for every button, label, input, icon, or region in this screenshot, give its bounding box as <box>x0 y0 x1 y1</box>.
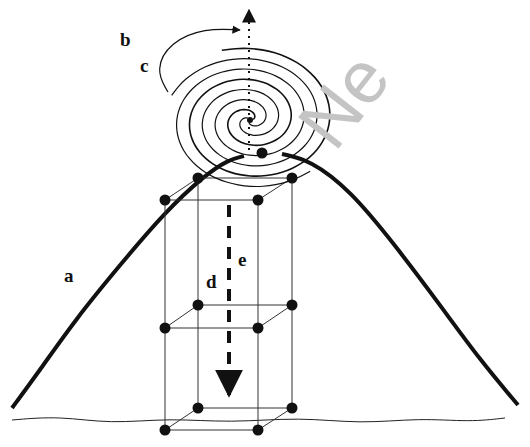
part-label: e <box>236 250 248 269</box>
crystal-lattice <box>160 148 298 436</box>
part-label: c <box>138 56 150 75</box>
axis-dashed <box>227 205 231 395</box>
part-label: b <box>118 30 133 49</box>
surface-curve <box>12 156 244 408</box>
watermark: Ne <box>286 40 403 160</box>
part-label: a <box>62 266 76 285</box>
surface-curve <box>282 154 518 405</box>
part-label: d <box>204 272 219 291</box>
